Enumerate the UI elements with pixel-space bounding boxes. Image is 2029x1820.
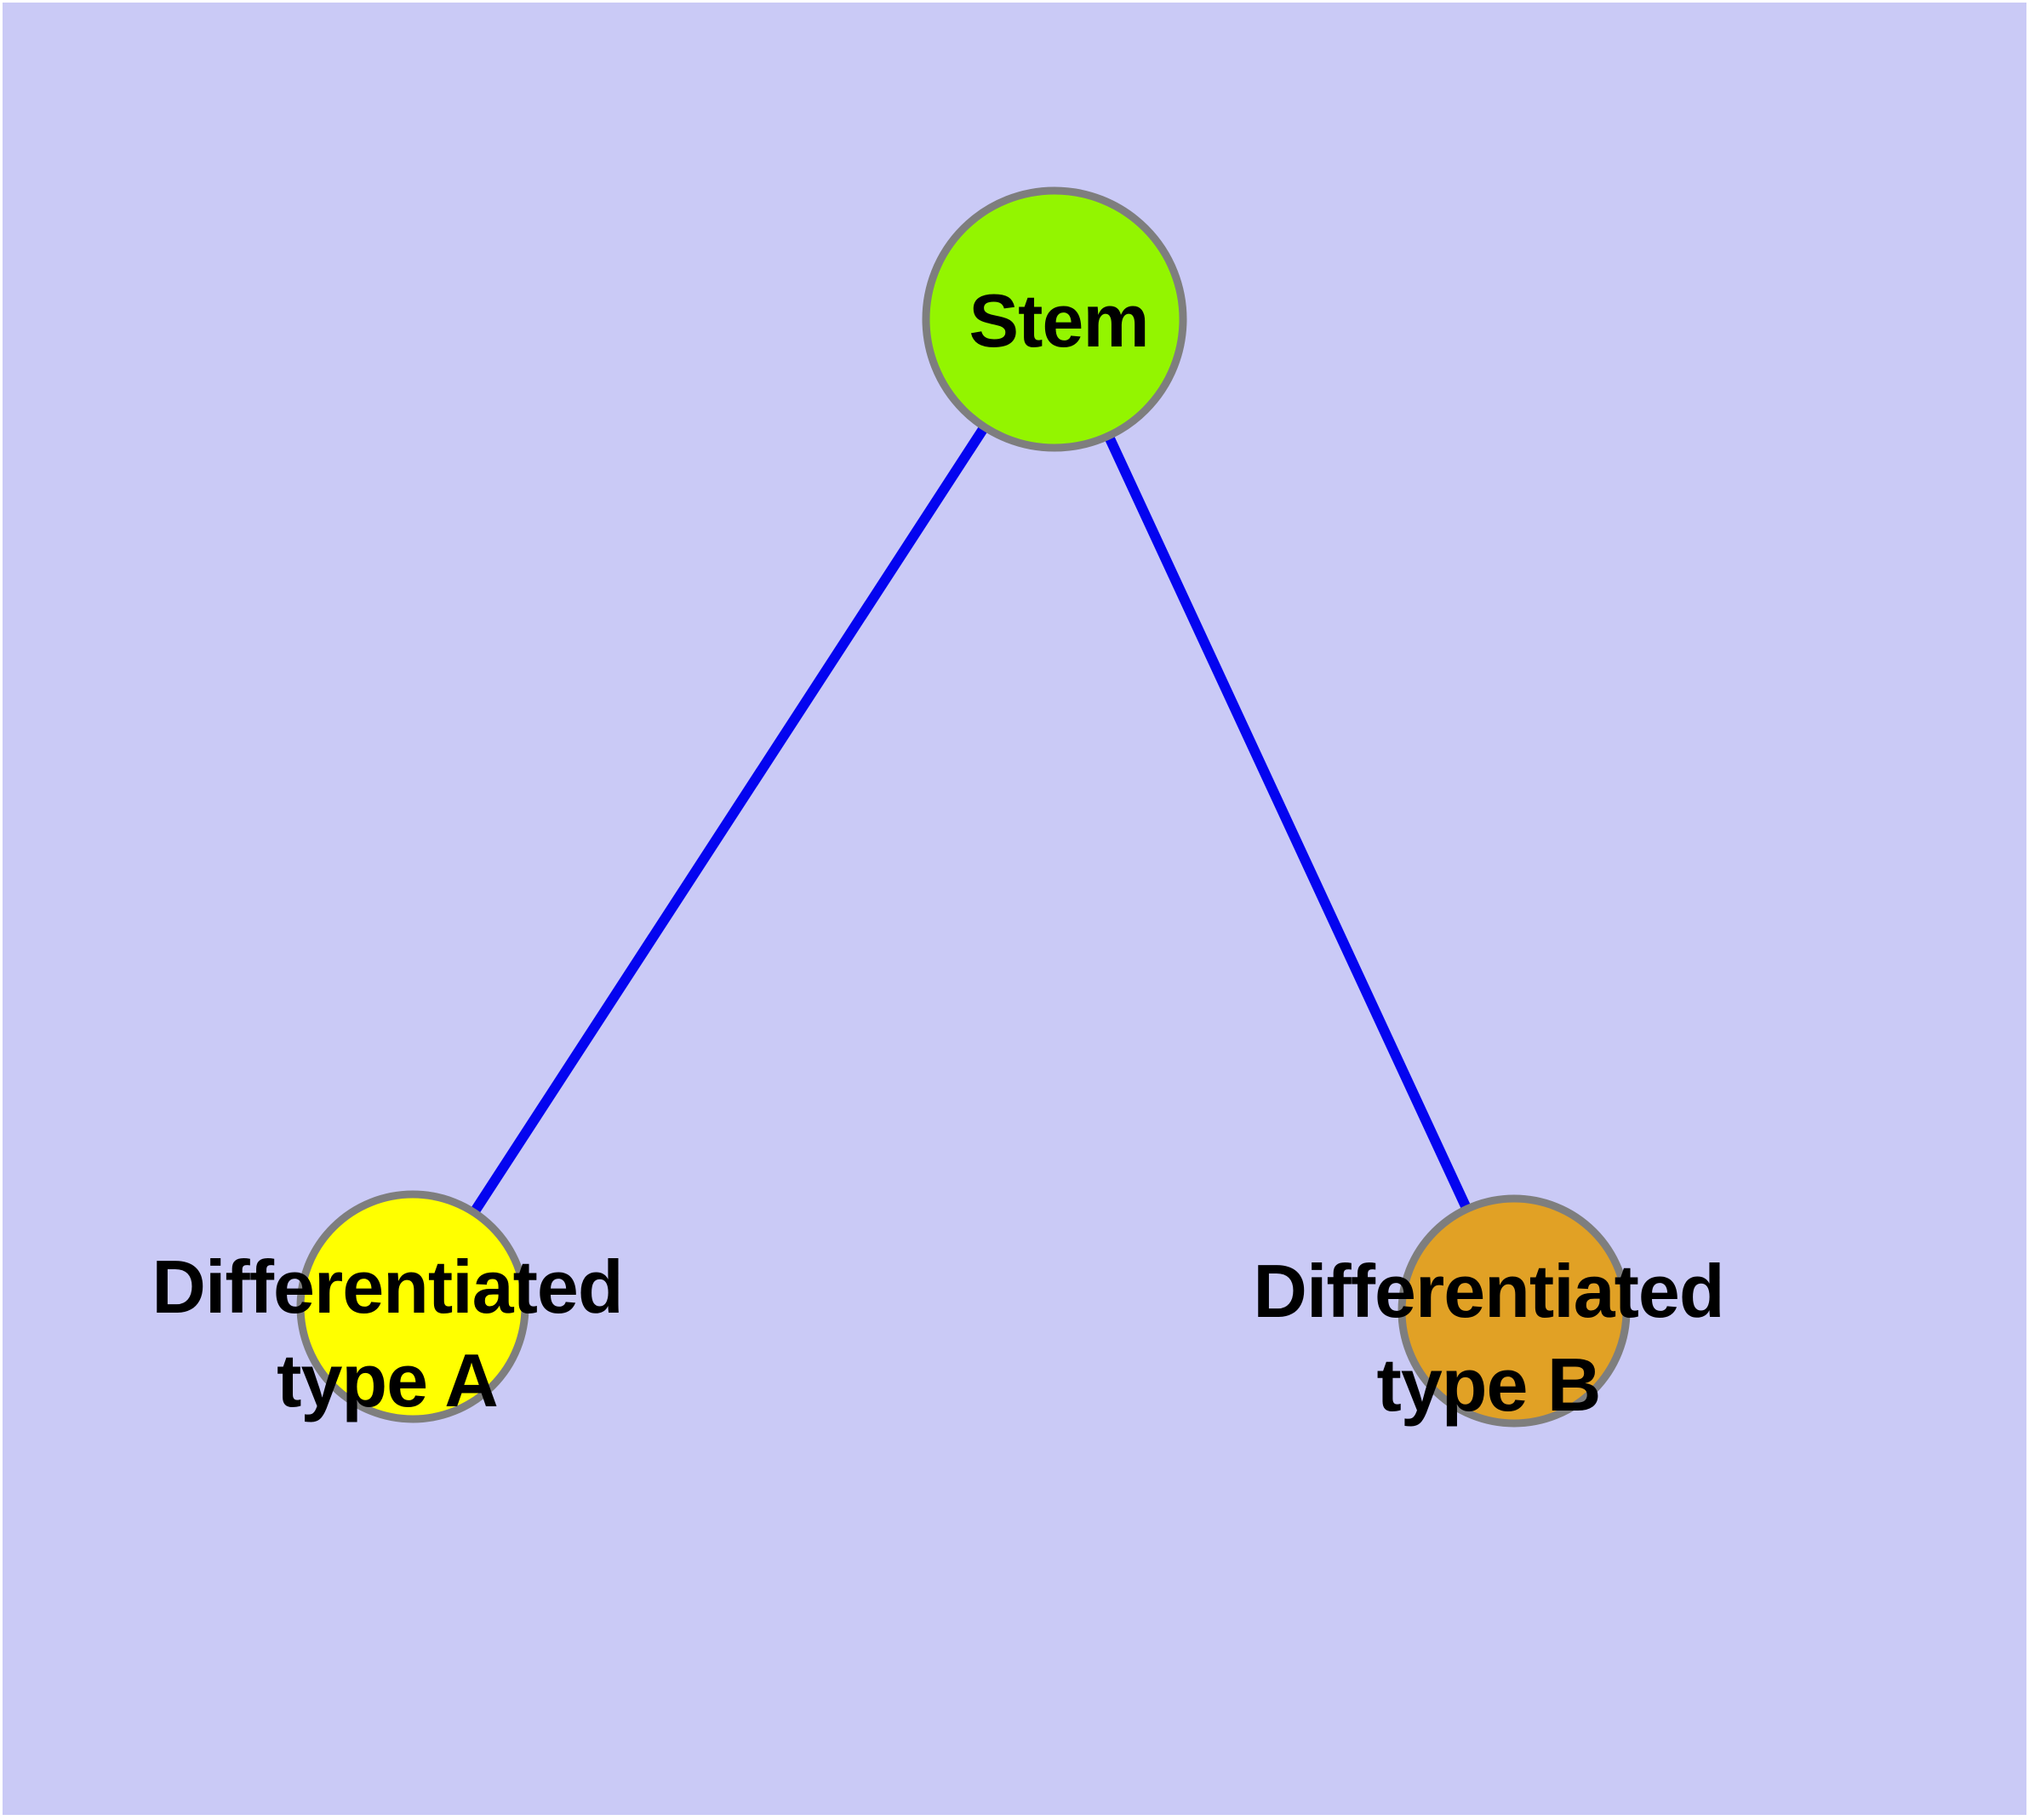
edge-stem-to-type-b <box>1049 317 1519 1313</box>
node-stem-circle <box>922 186 1187 452</box>
node-type-a-circle <box>296 1190 529 1423</box>
edge-stem-to-type-a <box>408 316 1060 1310</box>
node-type-b-circle <box>1397 1194 1631 1428</box>
